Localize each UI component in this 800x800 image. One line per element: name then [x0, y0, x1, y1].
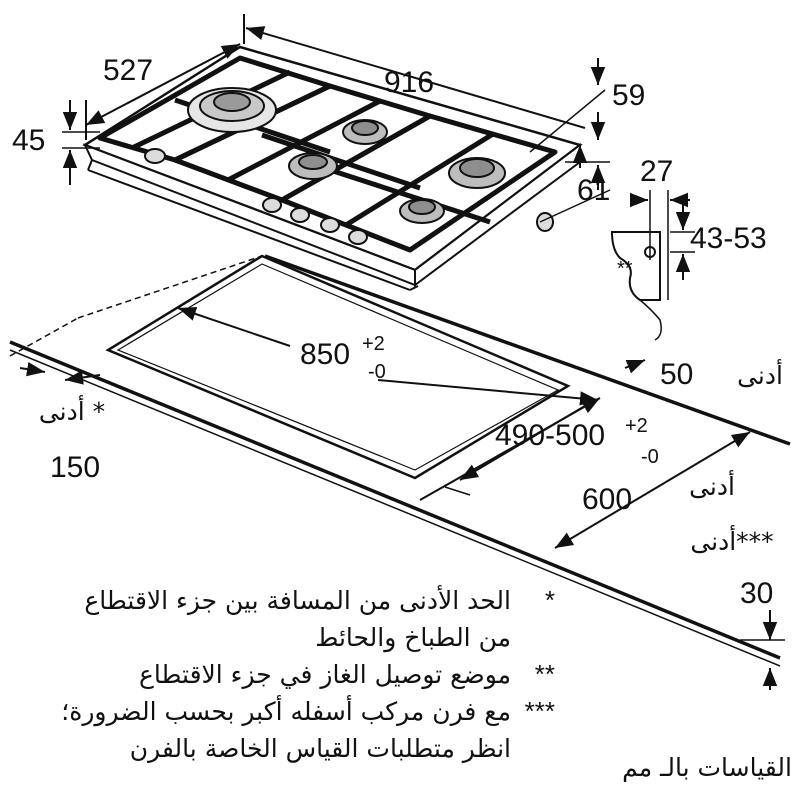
burner-front-left: [288, 152, 338, 180]
label-50: 50: [660, 358, 693, 391]
label-50-min: أدنى: [737, 358, 783, 390]
cutout-dimension-lines: [19, 306, 785, 690]
label-490-500: 490-500: [495, 419, 605, 452]
label-45: 45: [12, 124, 45, 157]
burner-rear-middle: [342, 119, 388, 145]
footnote-mark: **: [534, 659, 555, 689]
label-490-500-tol-minus: -0: [641, 446, 659, 468]
hob-dimension-lines: [62, 14, 611, 223]
label-59: 59: [612, 79, 645, 112]
label-600-min: أدنى: [689, 469, 735, 501]
label-490-500-tol-plus: +2: [625, 415, 648, 437]
burner-wok: [187, 87, 277, 133]
footnote-line: مع فرن مركب أسفله أكبر بحسب الضرورة؛: [61, 697, 511, 726]
control-knobs: [144, 148, 554, 245]
footnote-3: *** مع فرن مركب أسفله أكبر بحسب الضرورة؛…: [35, 693, 555, 767]
label-30-min: ***أدنى: [690, 524, 773, 556]
dimension-labels: 527 916 45 59 61 27 43-53 ** 850 +2 -0 4…: [12, 54, 783, 610]
label-61: 61: [577, 174, 610, 207]
footnote-2: ** موضع توصيل الغاز في جزء الاقتطاع: [35, 656, 555, 693]
units-label: القياسات بالـ مم: [622, 753, 792, 782]
bracket-detail: [610, 190, 695, 341]
label-600: 600: [582, 483, 632, 516]
label-850: 850: [300, 338, 350, 371]
label-43-53: 43-53: [690, 222, 767, 255]
footnote-1: * الحد الأدنى من المسافة بين جزء الاقتطا…: [35, 582, 555, 656]
label-150-min: * أدنى: [39, 394, 105, 426]
footnote-line: من الطباخ والحائط: [315, 623, 511, 652]
label-150: 150: [50, 451, 100, 484]
burner-front-right: [399, 198, 445, 224]
footnote-line: الحد الأدنى من المسافة بين جزء الاقتطاع: [84, 586, 511, 615]
worktop: [9, 254, 791, 667]
footnote-line: موضع توصيل الغاز في جزء الاقتطاع: [139, 660, 511, 689]
label-527: 527: [103, 54, 153, 87]
footnote-mark: *: [544, 585, 555, 615]
cutout: [105, 254, 571, 480]
footnotes: * الحد الأدنى من المسافة بين جزء الاقتطا…: [35, 582, 555, 767]
label-27: 27: [640, 155, 673, 188]
footnote-line: انظر متطلبات القياس الخاصة بالفرن: [129, 734, 511, 763]
label-850-tol-plus: +2: [362, 333, 385, 355]
footnote-mark: ***: [524, 696, 555, 726]
label-30: 30: [740, 577, 773, 610]
burner-right-large: [448, 157, 506, 189]
label-916: 916: [384, 66, 434, 99]
label-850-tol-minus: -0: [368, 361, 386, 383]
gas-connection-marker: **: [617, 258, 633, 280]
